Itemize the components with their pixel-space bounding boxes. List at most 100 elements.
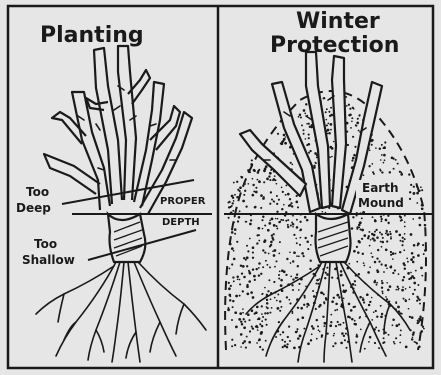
stipple-dot bbox=[333, 297, 335, 299]
stipple-dot bbox=[407, 261, 409, 263]
stipple-dot bbox=[340, 270, 343, 273]
stipple-dot bbox=[274, 179, 276, 181]
stipple-dot bbox=[417, 244, 419, 246]
stipple-dot bbox=[383, 271, 385, 273]
stipple-dot bbox=[291, 312, 293, 314]
stipple-dot bbox=[276, 203, 278, 205]
stipple-dot bbox=[405, 346, 408, 349]
stipple-dot bbox=[300, 237, 302, 239]
stipple-dot bbox=[295, 238, 297, 240]
stipple-dot bbox=[264, 168, 267, 171]
stipple-dot bbox=[403, 298, 405, 300]
stipple-dot bbox=[386, 230, 388, 232]
stipple-dot bbox=[234, 194, 236, 196]
stipple-dot bbox=[412, 293, 414, 295]
stipple-dot bbox=[326, 124, 328, 126]
stipple-dot bbox=[348, 114, 350, 116]
stipple-dot bbox=[289, 198, 291, 200]
stipple-dot bbox=[285, 194, 287, 196]
stipple-dot bbox=[271, 198, 273, 200]
stipple-dot bbox=[375, 310, 377, 312]
stipple-dot bbox=[363, 174, 365, 176]
stipple-dot bbox=[259, 323, 261, 325]
stipple-dot bbox=[397, 163, 399, 165]
stipple-dot bbox=[251, 309, 254, 312]
stipple-dot bbox=[275, 218, 277, 220]
stipple-dot bbox=[228, 202, 230, 204]
stipple-dot bbox=[269, 220, 271, 222]
stipple-dot bbox=[250, 163, 253, 166]
stipple-dot bbox=[241, 323, 244, 326]
stipple-dot bbox=[265, 319, 267, 321]
stipple-dot bbox=[359, 222, 361, 224]
stipple-dot bbox=[280, 306, 282, 308]
stipple-dot bbox=[246, 293, 249, 296]
stipple-dot bbox=[247, 250, 249, 252]
stipple-dot bbox=[373, 234, 376, 237]
stipple-dot bbox=[392, 272, 394, 274]
stipple-dot bbox=[421, 189, 423, 191]
stipple-dot bbox=[368, 304, 371, 307]
stipple-dot bbox=[357, 118, 359, 120]
stipple-dot bbox=[302, 129, 304, 131]
stipple-dot bbox=[269, 179, 271, 181]
stipple-dot bbox=[252, 327, 254, 329]
stipple-dot bbox=[418, 217, 421, 220]
stipple-dot bbox=[290, 202, 292, 204]
stipple-dot bbox=[368, 165, 370, 167]
stipple-dot bbox=[276, 195, 278, 197]
stipple-dot bbox=[268, 175, 270, 177]
stipple-dot bbox=[267, 307, 269, 309]
stipple-dot bbox=[282, 191, 284, 193]
stipple-dot bbox=[412, 261, 415, 264]
stipple-dot bbox=[293, 251, 296, 254]
stipple-dot bbox=[273, 281, 275, 283]
stipple-dot bbox=[365, 309, 367, 311]
stipple-dot bbox=[424, 224, 427, 227]
stipple-dot bbox=[275, 260, 277, 262]
stipple-dot bbox=[383, 162, 385, 164]
stipple-dot bbox=[389, 171, 391, 173]
stipple-dot bbox=[378, 330, 380, 332]
too-deep-label-1: Too bbox=[26, 185, 49, 199]
stipple-dot bbox=[364, 348, 366, 350]
stipple-dot bbox=[390, 254, 392, 256]
stipple-dot bbox=[322, 292, 324, 294]
stipple-dot bbox=[374, 231, 376, 233]
stipple-dot bbox=[287, 226, 289, 228]
stipple-dot bbox=[291, 164, 293, 166]
stipple-dot bbox=[305, 138, 307, 140]
stipple-dot bbox=[371, 163, 373, 165]
stipple-dot bbox=[381, 171, 383, 173]
stipple-dot bbox=[409, 191, 411, 193]
stipple-dot bbox=[316, 279, 318, 281]
stipple-dot bbox=[257, 329, 259, 331]
stipple-dot bbox=[287, 336, 289, 338]
planting-title: Planting bbox=[40, 23, 144, 48]
stipple-dot bbox=[412, 218, 414, 220]
stipple-dot bbox=[264, 224, 266, 226]
stipple-dot bbox=[273, 224, 276, 227]
stipple-dot bbox=[339, 323, 341, 325]
stipple-dot bbox=[240, 176, 242, 178]
stipple-dot bbox=[298, 289, 300, 291]
stipple-dot bbox=[304, 237, 306, 239]
stipple-dot bbox=[233, 200, 235, 202]
stipple-dot bbox=[343, 335, 345, 337]
stipple-dot bbox=[411, 338, 413, 340]
stipple-dot bbox=[356, 246, 358, 248]
stipple-dot bbox=[392, 252, 395, 255]
stipple-dot bbox=[296, 242, 298, 244]
stipple-dot bbox=[262, 249, 264, 251]
stipple-dot bbox=[234, 228, 237, 231]
stipple-dot bbox=[402, 286, 404, 288]
stipple-dot bbox=[381, 218, 383, 220]
stipple-dot bbox=[359, 296, 362, 299]
stipple-dot bbox=[262, 316, 264, 318]
stipple-dot bbox=[380, 159, 382, 161]
stipple-dot bbox=[291, 205, 293, 207]
stipple-dot bbox=[355, 341, 357, 343]
stipple-dot bbox=[238, 190, 240, 192]
stipple-dot bbox=[383, 341, 385, 343]
stipple-dot bbox=[281, 339, 283, 341]
